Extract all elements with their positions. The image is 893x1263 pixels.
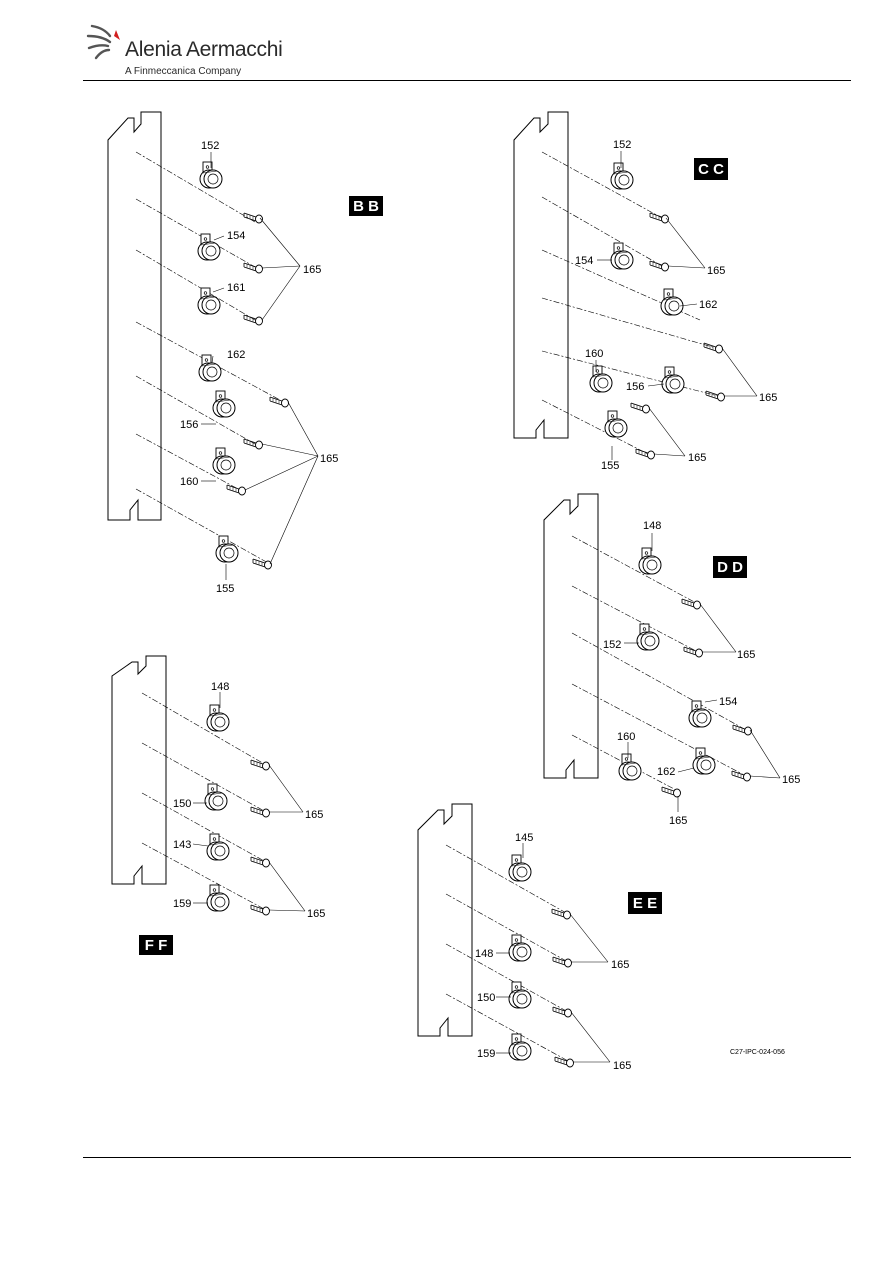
ee-label-150: 150 [477,992,495,1004]
cc-label-165-c: 165 [688,452,706,464]
dd-view-tag: D D [713,556,747,578]
cc-label-165-b: 165 [759,392,777,404]
bb-label-161: 161 [227,282,245,294]
ff-label-148: 148 [211,681,229,693]
cc-panel [513,111,569,439]
ff-label-150: 150 [173,798,191,810]
ff-panel [111,655,167,885]
cc-label-152: 152 [613,139,631,151]
bb-label-154: 154 [227,230,245,242]
svg-text:E E: E E [633,895,657,912]
ff-leaders [192,692,306,912]
view-bb: 152 154 161 162 156 160 155 165 165 B B [107,111,383,595]
bb-label-152: 152 [201,140,219,152]
bb-label-155: 155 [216,583,234,595]
brand-name: Alenia Aermacchi [125,38,283,61]
bb-view-tag: B B [349,196,383,216]
header-rule [83,80,851,81]
ee-label-148: 148 [475,948,493,960]
alenia-logo-icon [86,24,120,60]
svg-text:C C: C C [698,161,724,178]
bb-label-162: 162 [227,349,245,361]
cc-label-154: 154 [575,255,593,267]
bb-label-165-upper: 165 [303,264,321,276]
cc-label-162: 162 [699,299,717,311]
dd-label-165-c: 165 [669,815,687,827]
cc-label-156: 156 [626,381,644,393]
ff-label-165-b: 165 [307,908,325,920]
dd-label-154: 154 [719,696,737,708]
view-ff: 148 150 143 159 165 165 F F [111,655,325,955]
ff-label-165-a: 165 [305,809,323,821]
ee-view-tag: E E [628,892,662,914]
ff-label-159: 159 [173,898,191,910]
ee-centerlines [445,844,571,1063]
ee-label-159: 159 [477,1048,495,1060]
dd-centerlines [571,535,747,791]
cc-label-155: 155 [601,460,619,472]
view-cc: 152 154 162 160 156 155 165 165 165 C C [513,111,777,472]
ee-label-165-a: 165 [611,959,629,971]
dd-label-165-a: 165 [737,649,755,661]
svg-text:F F: F F [145,937,168,954]
svg-text:D D: D D [717,559,743,576]
page-header: Alenia Aermacchi A Finmeccanica Company [0,0,893,90]
bb-label-160: 160 [180,476,198,488]
bb-label-165-lower: 165 [320,453,338,465]
dd-panel [543,493,599,779]
cc-label-160: 160 [585,348,603,360]
ee-leaders [496,843,611,1063]
cc-label-165-a: 165 [707,265,725,277]
dd-label-162: 162 [657,766,675,778]
ee-panel [417,803,473,1037]
ff-label-143: 143 [173,839,191,851]
ff-view-tag: F F [139,935,173,955]
bb-panel [107,111,162,521]
brand-tagline: A Finmeccanica Company [125,66,242,77]
ff-centerlines [141,692,267,911]
dd-label-148: 148 [643,520,661,532]
cc-leaders [595,151,758,460]
dd-label-165-b: 165 [782,774,800,786]
ee-label-145: 145 [515,832,533,844]
bb-label-156: 156 [180,419,198,431]
cc-view-tag: C C [694,158,728,180]
bb-leaders [201,152,319,580]
dd-label-152: 152 [603,639,621,651]
figure-code: C27-IPC-024-056 [730,1049,785,1056]
dd-label-160: 160 [617,731,635,743]
footer-rule [83,1157,851,1158]
svg-text:B B: B B [353,198,379,215]
dd-leaders [624,533,781,812]
ee-label-165-b: 165 [613,1060,631,1072]
view-dd: 148 152 154 160 162 165 165 165 D D [543,493,800,827]
view-ee: 145 148 150 159 165 165 E E [417,803,662,1072]
